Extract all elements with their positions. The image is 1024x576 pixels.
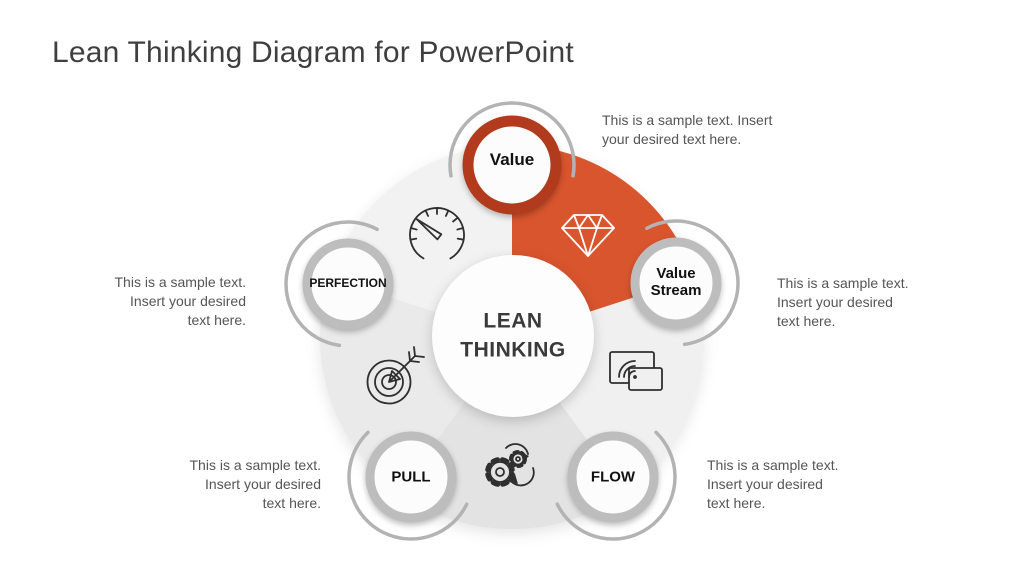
value-node-label: Value xyxy=(489,150,535,170)
target-icon xyxy=(366,346,425,405)
value-node-circle xyxy=(462,115,562,215)
center-circle xyxy=(432,255,594,417)
value-stream-description: This is a sample text. Insert your desir… xyxy=(777,275,909,330)
flow-description: This is a sample text. Insert your desir… xyxy=(707,457,839,512)
value-stream-node-circle xyxy=(630,237,722,329)
perfection-node-circle xyxy=(302,238,394,330)
perfection-description: This is a sample text. Insert your desir… xyxy=(114,274,247,329)
center-label: LEAN THINKING xyxy=(460,309,566,362)
pull-node-arc xyxy=(347,413,475,541)
perfection-node-arc xyxy=(284,220,412,348)
pull-description: This is a sample text. Insert your desir… xyxy=(189,457,322,512)
value-stream-node-arc xyxy=(612,219,740,347)
pull-node-label: PULL xyxy=(391,468,431,486)
value-stream-node-label: Value Stream xyxy=(650,264,702,299)
node-arcs xyxy=(284,101,740,541)
speedometer-icon xyxy=(409,207,465,263)
flow-node-label: FLOW xyxy=(590,468,636,486)
cast-screen-icon xyxy=(609,351,663,391)
slide-title: Lean Thinking Diagram for PowerPoint xyxy=(52,36,574,69)
value-description: This is a sample text. Insert your desir… xyxy=(602,112,773,148)
perfection-node-label: PERFECTION xyxy=(309,276,387,291)
gem-icon xyxy=(561,214,615,257)
pull-node-circle xyxy=(365,431,457,523)
process-gears-icon xyxy=(485,443,535,487)
flow-node-arc xyxy=(549,413,677,541)
flow-node-circle xyxy=(567,431,659,523)
value-node-arc xyxy=(448,101,576,229)
